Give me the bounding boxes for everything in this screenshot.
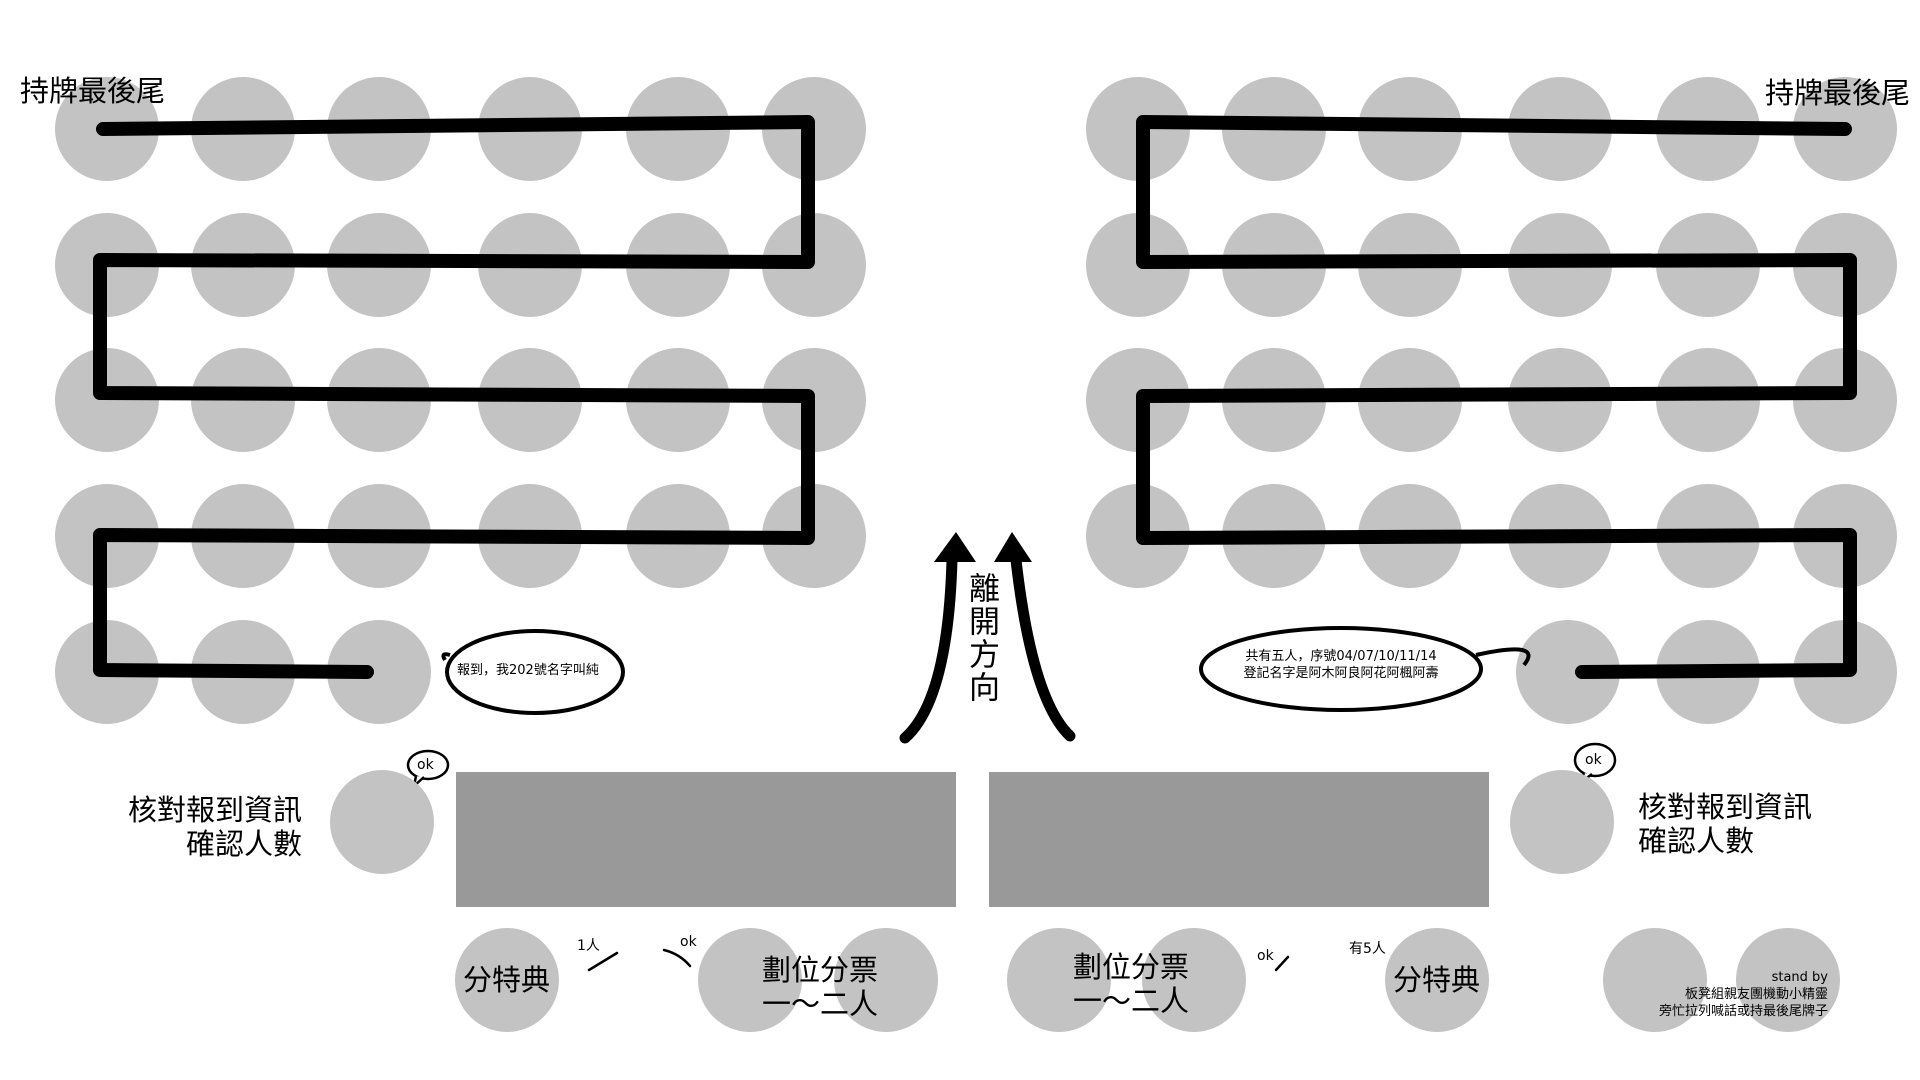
verifier-right	[1510, 770, 1614, 874]
table-left	[456, 772, 956, 907]
note-ok-seat-right: ok	[1257, 948, 1274, 964]
seat-label-left: 劃位分票 一～二人	[745, 953, 895, 1021]
speech-text-right-line2: 登記名字是阿木阿良阿花阿楓阿壽	[1243, 666, 1439, 681]
verify-label-right: 核對報到資訊 確認人數	[1638, 790, 1812, 858]
tail-sign-label-right: 持牌最後尾	[1765, 76, 1911, 110]
verify-label-left: 核對報到資訊 確認人數	[80, 793, 302, 861]
speech-text-right: 共有五人，序號04/07/10/11/14 登記名字是阿木阿良阿花阿楓阿壽	[1211, 648, 1471, 682]
note-tick	[662, 948, 692, 968]
verify-label-left-line2: 確認人數	[185, 827, 302, 861]
seat-staff-right-b	[1142, 928, 1246, 1032]
bonus-label-left: 分特典	[463, 963, 551, 997]
standby-person-b	[1736, 928, 1840, 1032]
verify-label-right-line2: 確認人數	[1638, 824, 1755, 858]
note-ok-seat-left: ok	[680, 934, 697, 950]
seat-label-left-line2: 一～二人	[761, 987, 878, 1021]
seat-staff-left-a	[698, 928, 802, 1032]
verify-label-right-line1: 核對報到資訊	[1638, 790, 1813, 824]
standby-note-line2: 板凳組親友團機動小精靈	[1684, 987, 1828, 1002]
speech-bubble-left	[441, 629, 625, 715]
ok-label-verify-right: ok	[1585, 752, 1602, 768]
speech-bubble-right	[1199, 626, 1531, 712]
seat-staff-right-a	[1007, 928, 1111, 1032]
seat-label-right-line1: 劃位分票	[1072, 950, 1189, 984]
person-circle	[1516, 620, 1620, 724]
standby-person-a	[1603, 928, 1707, 1032]
right-queue-path	[1136, 115, 1857, 679]
exit-direction-label: 離開方向	[963, 572, 999, 704]
speech-text-left: 報到，我202號名字叫純	[457, 663, 599, 678]
seat-staff-left-b	[834, 928, 938, 1032]
standby-note-line3: 旁忙拉列喊話或持最後尾牌子	[1658, 1004, 1828, 1019]
note-five-people: 有5人	[1349, 941, 1386, 957]
bonus-label-right: 分特典	[1393, 963, 1481, 997]
note-one-person: 1人	[577, 938, 600, 954]
person-circle	[327, 620, 431, 724]
note-tick	[587, 951, 619, 972]
seat-label-left-line1: 劃位分票	[761, 953, 878, 987]
verifier-left	[330, 770, 434, 874]
ok-label-verify-left: ok	[417, 757, 434, 773]
note-tick	[1274, 955, 1290, 972]
seat-label-right: 劃位分票 一～二人	[1056, 950, 1206, 1018]
exit-direction-arrows	[899, 532, 1076, 744]
tail-sign-label-left: 持牌最後尾	[20, 74, 166, 108]
bonus-staff-left	[455, 928, 559, 1032]
left-queue-path	[93, 115, 815, 679]
speech-text-right-line1: 共有五人，序號04/07/10/11/14	[1245, 649, 1437, 664]
seat-label-right-line2: 一～二人	[1072, 984, 1189, 1018]
verify-label-left-line1: 核對報到資訊	[127, 793, 302, 827]
standby-note-line1: stand by	[1771, 970, 1828, 985]
table-right	[989, 772, 1489, 907]
standby-note: stand by 板凳組親友團機動小精靈 旁忙拉列喊話或持最後尾牌子	[1560, 969, 1828, 1020]
bonus-staff-right	[1385, 928, 1489, 1032]
